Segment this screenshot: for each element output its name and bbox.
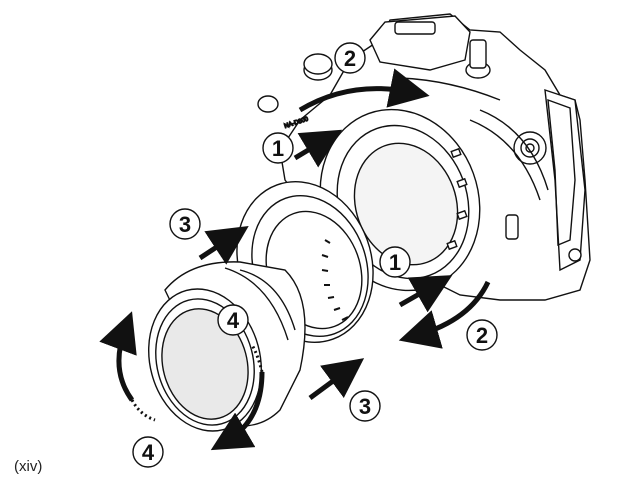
callout-step3-bottom: 3 [349,390,381,422]
push-arrow-step3-bottom [308,358,365,401]
rotate-arrow-port-left [99,311,137,402]
callout-step2-top: 2 [334,42,366,74]
callout-step1-mid: 1 [379,246,411,278]
push-arrow-step1-mid [398,275,453,313]
callout-step4-bottom: 4 [132,436,164,468]
assembly-arrows [99,68,491,451]
svg-text:4: 4 [227,308,240,333]
rotate-arrow-port-bottom [210,371,265,451]
svg-text:3: 3 [359,394,371,419]
figure-caption: (xiv) [14,458,43,475]
rotate-arrow-top [298,68,430,113]
callout-step1-top: 1 [262,132,294,164]
svg-text:1: 1 [389,250,401,275]
rotate-arrow-right [398,280,491,349]
svg-text:4: 4 [142,440,155,465]
callout-step3-left: 3 [169,208,201,240]
svg-text:2: 2 [476,323,488,348]
callout-step4-port: 4 [217,304,249,336]
svg-text:1: 1 [272,136,284,161]
push-arrow-step3-left [198,226,249,265]
callout-step2-right: 2 [466,319,498,351]
push-arrow-step1-top [293,129,343,168]
svg-text:3: 3 [179,212,191,237]
svg-text:2: 2 [344,46,356,71]
lens-port [148,261,306,432]
